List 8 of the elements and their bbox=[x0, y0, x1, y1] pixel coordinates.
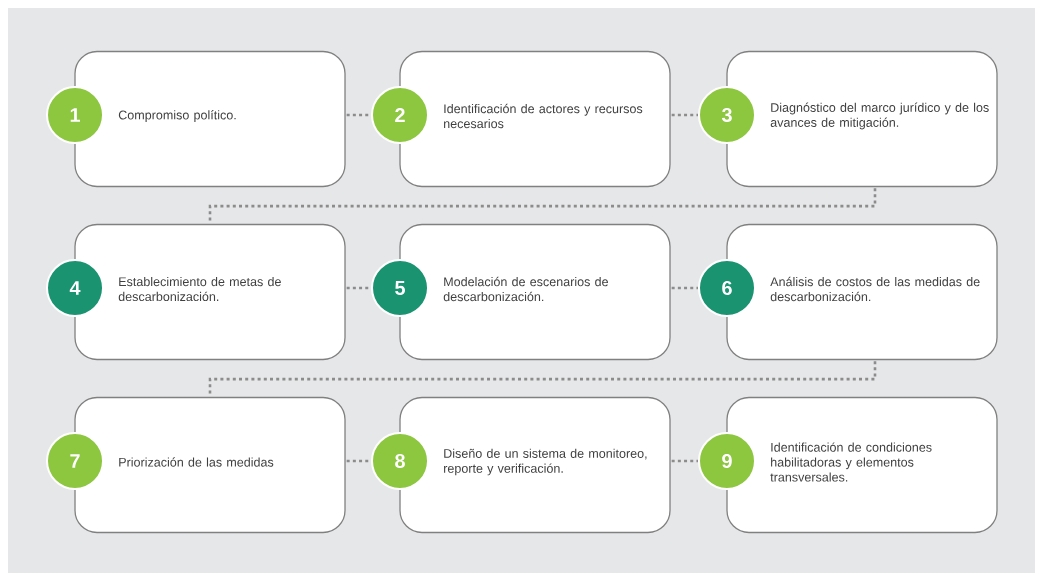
dotted-connector bbox=[671, 286, 698, 290]
dotted-connector bbox=[346, 459, 371, 463]
dotted-connector bbox=[346, 286, 371, 290]
dotted-connector bbox=[346, 113, 371, 117]
dotted-connector bbox=[671, 459, 698, 463]
dotted-connector bbox=[208, 188, 877, 224]
dotted-connector bbox=[671, 113, 698, 117]
dotted-connector bbox=[208, 361, 877, 397]
